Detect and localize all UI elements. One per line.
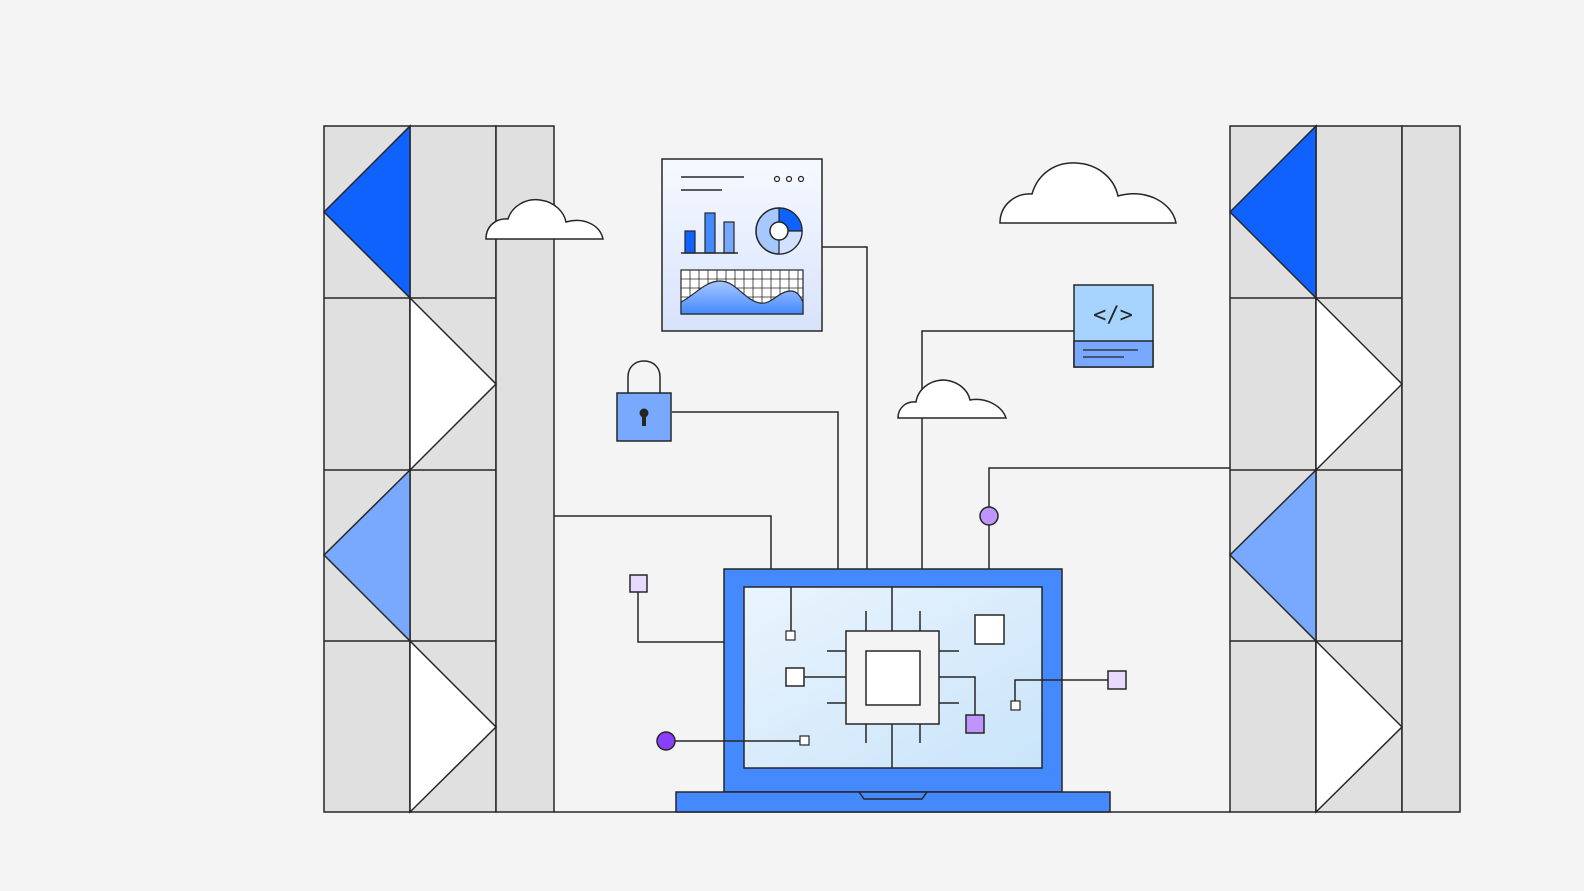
bar-icon — [704, 212, 716, 254]
cloud-icon — [999, 162, 1177, 224]
connector-lines — [554, 246, 1230, 643]
node-square — [1107, 670, 1127, 690]
triangle-white — [1315, 639, 1404, 814]
node-dot — [656, 731, 676, 751]
code-window-icon: </> — [1073, 284, 1154, 368]
left-server-tower — [322, 124, 555, 814]
bar-icon — [684, 230, 696, 254]
code-symbol: </> — [1093, 303, 1133, 328]
bar-icon — [723, 221, 735, 254]
donut-chart-icon — [755, 207, 803, 255]
triangle-blue-strong — [1228, 124, 1317, 300]
processor-chip-icon — [845, 630, 940, 725]
area-chart-icon — [680, 269, 804, 315]
node-square — [629, 574, 648, 593]
triangle-white — [409, 296, 498, 472]
laptop-chip-icon — [665, 568, 1111, 813]
node-dot — [979, 506, 999, 526]
triangle-white — [1315, 296, 1404, 472]
padlock-icon — [616, 360, 672, 442]
right-server-tower — [1228, 124, 1461, 814]
triangle-blue-light — [322, 468, 411, 643]
triangle-blue-strong — [322, 124, 411, 300]
analytics-dashboard-icon — [661, 158, 823, 332]
cloud-icon — [897, 379, 1008, 419]
triangle-white — [409, 639, 498, 814]
cloud-icon — [485, 198, 604, 240]
triangle-blue-light — [1228, 468, 1317, 643]
